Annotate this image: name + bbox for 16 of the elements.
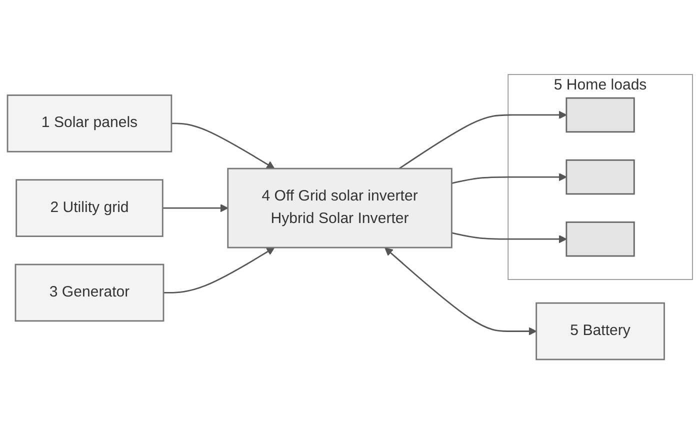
- arrow: [384, 246, 537, 335]
- arrow: [162, 203, 228, 212]
- node-box: [566, 158, 635, 194]
- arrow: [452, 172, 567, 184]
- node-box: 5 Battery: [536, 302, 665, 360]
- arrow: [398, 110, 567, 169]
- arrow: [171, 122, 275, 168]
- node-box: 1 Solar panels: [6, 94, 172, 152]
- arrow: [452, 232, 567, 243]
- node-box: 3 Generator: [14, 263, 164, 322]
- node-box: [566, 220, 635, 256]
- node-box: 2 Utility grid: [16, 178, 164, 236]
- arrow: [164, 246, 275, 293]
- cluster: 5 Home loads: [508, 74, 693, 280]
- node-box: 4 Off Grid solar inverter Hybrid Solar Inverter: [227, 167, 452, 248]
- node-box: [566, 96, 635, 132]
